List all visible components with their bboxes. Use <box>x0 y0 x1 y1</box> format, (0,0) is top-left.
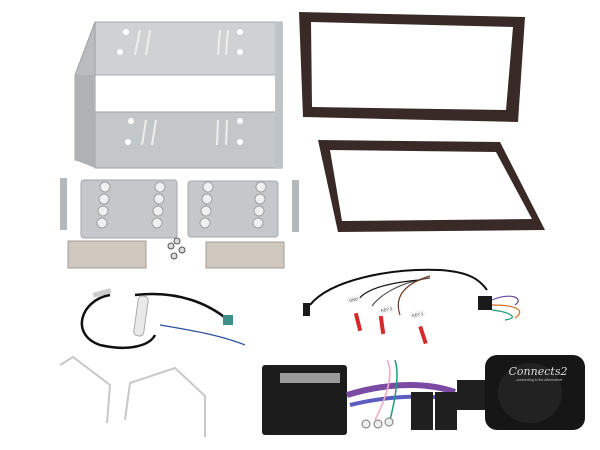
brand-tagline: ...connecting to the aftermarket <box>513 378 563 382</box>
brand-name: Connects2 <box>508 365 568 378</box>
brand-logo: Connects2 ...connecting to the aftermark… <box>503 365 573 382</box>
